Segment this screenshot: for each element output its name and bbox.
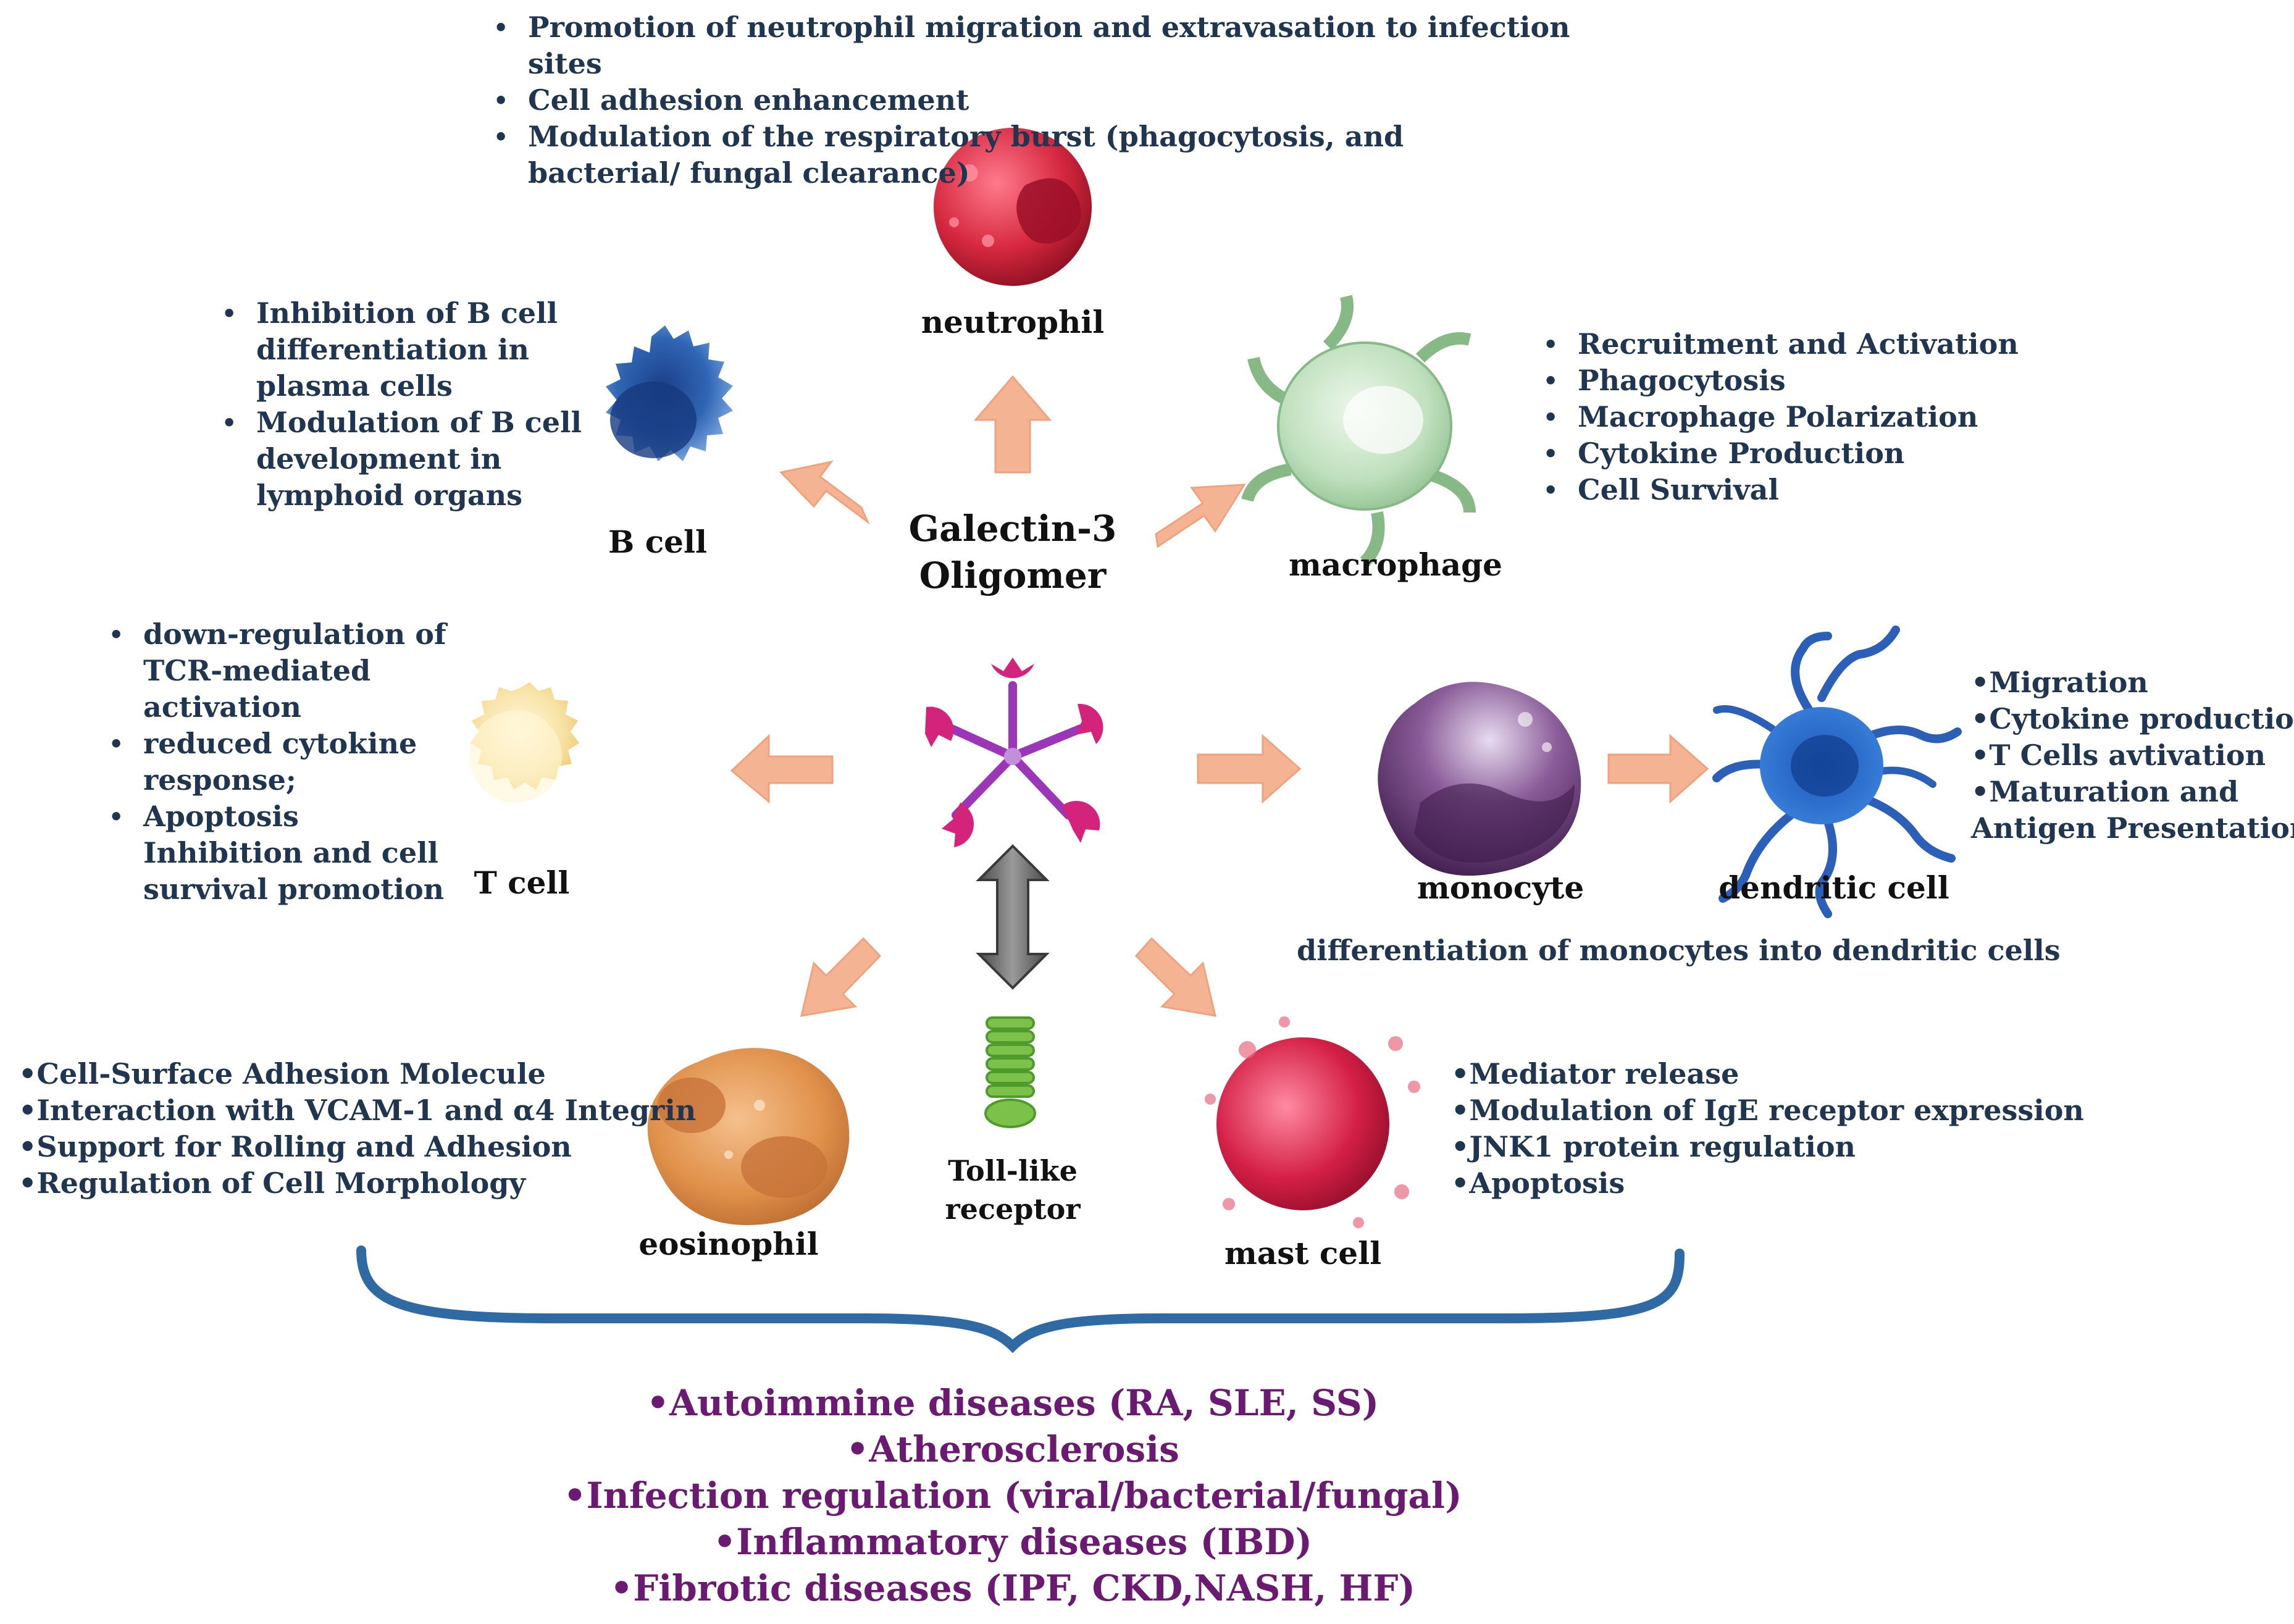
disease-item: •Atherosclerosis [846, 1428, 1179, 1470]
monocyte-cell-icon [1378, 682, 1581, 876]
macrophage-functions-list: Recruitment and Activation Phagocytosis … [1541, 326, 2133, 508]
eosinophil-function-item: •Cell-Surface Adhesion Molecule [19, 1057, 546, 1090]
t-cell-function-item: down-regulation of TCR-mediated activati… [109, 616, 464, 726]
dendritic-function-item: •Maturation and [1971, 775, 2239, 808]
mast-cell-functions-list: •Mediator release •Modulation of IgE rec… [1451, 1056, 2084, 1202]
curly-brace [356, 1245, 1685, 1354]
b-cell-functions-list: Inhibition of B cell differentiation in … [219, 295, 590, 514]
associated-diseases-list: •Autoimmine diseases (RA, SLE, SS) •Athe… [556, 1380, 1470, 1612]
eosinophil-function-item: •Interaction with VCAM-1 and α4 Integrin [19, 1094, 697, 1127]
neutrophil-function-item: Modulation of the respiratory burst (pha… [493, 119, 1541, 191]
dendritic-cell-label: dendritic cell [1718, 869, 1949, 906]
double-arrow-oligomer-tlr [976, 844, 1050, 990]
eosinophil-function-item: •Support for Rolling and Adhesion [19, 1130, 572, 1163]
mast-cell-label: mast cell [1224, 1235, 1382, 1271]
eosinophil-cell-icon [647, 1048, 850, 1225]
arrow-to-macrophage [1155, 483, 1246, 548]
monocyte-differentiation-note: differentiation of monocytes into dendri… [1297, 934, 2061, 967]
toll-like-receptor-label: Toll-like receptor [920, 1152, 1105, 1228]
monocyte-label: monocyte [1417, 869, 1584, 906]
disease-item: •Infection regulation (viral/bacterial/f… [563, 1475, 1462, 1517]
arrow-monocyte-to-dendritic [1607, 734, 1709, 804]
t-cell-label: T cell [474, 864, 570, 901]
neutrophil-functions-list: Promotion of neutrophil migration and ex… [491, 9, 1578, 191]
neutrophil-label: neutrophil [921, 304, 1105, 340]
disease-item: •Inflammatory diseases (IBD) [713, 1521, 1312, 1563]
arrow-to-neutrophil [973, 375, 1052, 474]
macrophage-label: macrophage [1289, 546, 1502, 583]
dendritic-function-item: •Cytokine production [1971, 702, 2294, 735]
macrophage-function-item: Cytokine Production [1543, 435, 2133, 472]
t-cell-function-item: reduced cytokine response; [109, 726, 464, 798]
tlr-label-line2: receptor [945, 1192, 1081, 1226]
mast-cell-function-item: •Modulation of IgE receptor expression [1451, 1094, 2084, 1127]
arrow-to-mast-cell [1134, 937, 1216, 1017]
b-cell-function-item: Modulation of B cell development in lymp… [222, 404, 590, 514]
dendritic-cell-icon [1712, 626, 1962, 918]
dendritic-cell-functions-list: •Migration •Cytokine production •T Cells… [1971, 664, 2294, 847]
tlr-label-line1: Toll-like [948, 1154, 1078, 1187]
galectin-3-title: Galectin-3 Oligomer [889, 505, 1136, 599]
eosinophil-label: eosinophil [638, 1226, 819, 1262]
t-cell-icon [469, 682, 579, 803]
macrophage-function-item: Cell Survival [1543, 472, 2133, 508]
mast-cell-function-item: •Mediator release [1451, 1057, 1739, 1090]
dendritic-function-item: •Migration [1971, 666, 2148, 699]
disease-item: •Autoimmine diseases (RA, SLE, SS) [646, 1382, 1379, 1424]
galectin-3-oligomer-icon [925, 658, 1103, 847]
eosinophil-functions-list: •Cell-Surface Adhesion Molecule •Interac… [19, 1056, 696, 1202]
b-cell-label: B cell [608, 524, 707, 560]
t-cell-function-item: Apoptosis Inhibition and cell survival p… [109, 798, 464, 908]
mast-cell-function-item: •JNK1 protein regulation [1451, 1130, 1856, 1163]
dendritic-function-item: Antigen Presentation [1971, 811, 2294, 845]
mast-cell-icon [1205, 1016, 1420, 1228]
mast-cell-function-item: •Apoptosis [1451, 1166, 1625, 1200]
t-cell-functions-list: down-regulation of TCR-mediated activati… [106, 616, 464, 908]
arrow-to-b-cell [779, 460, 870, 525]
b-cell-function-item: Inhibition of B cell differentiation in … [222, 295, 590, 404]
disease-item: •Fibrotic diseases (IPF, CKD,NASH, HF) [610, 1567, 1415, 1609]
galectin-3-title-line2: Oligomer [919, 555, 1107, 596]
arrow-to-t-cell [730, 734, 834, 804]
galectin-3-title-line1: Galectin-3 [908, 508, 1117, 550]
macrophage-function-item: Macrophage Polarization [1543, 399, 2133, 435]
toll-like-receptor-icon [984, 1016, 1036, 1128]
macrophage-function-item: Phagocytosis [1543, 362, 2133, 399]
b-cell-icon [606, 325, 733, 461]
macrophage-function-item: Recruitment and Activation [1543, 326, 2133, 362]
arrow-to-monocyte [1197, 734, 1302, 804]
macrophage-cell-icon [1241, 295, 1476, 567]
dendritic-function-item: •T Cells avtivation [1971, 739, 2266, 772]
neutrophil-function-item: Promotion of neutrophil migration and ex… [493, 9, 1578, 82]
arrow-to-eosinophil [800, 937, 882, 1017]
eosinophil-function-item: •Regulation of Cell Morphology [19, 1166, 526, 1200]
neutrophil-function-item: Cell adhesion enhancement [493, 82, 1578, 119]
